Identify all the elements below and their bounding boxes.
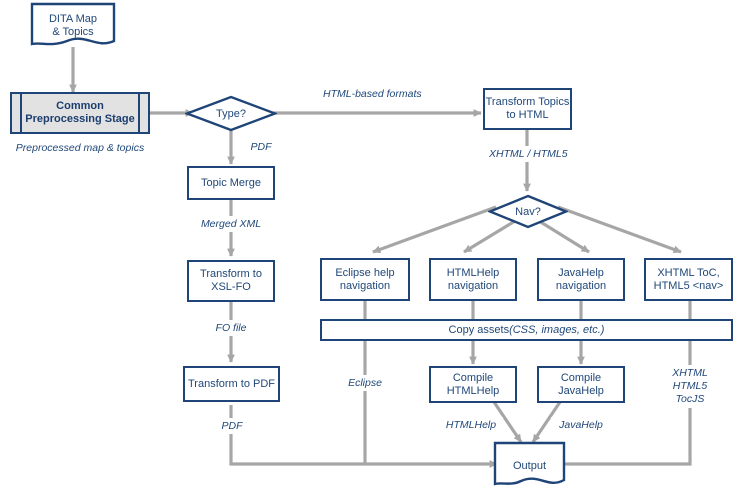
node-type-decision[interactable]: Type?: [185, 95, 277, 132]
edge-label-xhtml-html5: XHTML / HTML5: [484, 146, 570, 162]
edge-label-merged-xml: Merged XML: [194, 216, 268, 232]
document-shape: [30, 2, 116, 46]
node-transform-to-pdf[interactable]: Transform to PDF: [183, 366, 280, 402]
node-label: HTMLHelp navigation: [446, 266, 500, 292]
node-javahelp-navigation[interactable]: JavaHelp navigation: [537, 258, 625, 301]
node-compile-htmlhelp[interactable]: Compile HTMLHelp: [429, 366, 517, 403]
node-label: Compile JavaHelp: [558, 371, 604, 397]
edge-label-html-based-formats: HTML-based formats: [318, 86, 426, 102]
node-htmlhelp-navigation[interactable]: HTMLHelp navigation: [429, 258, 517, 301]
node-label: Nav?: [515, 205, 541, 218]
decision-shape: [488, 194, 568, 229]
node-transform-to-xsl-fo[interactable]: Transform to XSL-FO: [187, 260, 275, 302]
node-nav-decision[interactable]: Nav?: [488, 194, 568, 229]
node-label: Compile HTMLHelp: [446, 371, 500, 397]
edge-label-javahelp: JavaHelp: [551, 417, 611, 433]
node-common-preprocessing-stage[interactable]: Common Preprocessing Stage: [10, 92, 150, 134]
node-transform-topics-to-html[interactable]: Transform Topics to HTML: [483, 88, 572, 130]
node-label: Common Preprocessing Stage: [25, 100, 135, 125]
decision-shape: [185, 95, 277, 132]
edge-label-eclipse: Eclipse: [341, 375, 389, 391]
document-shape: [493, 441, 566, 486]
node-label-italic: (CSS, images, etc.): [509, 323, 605, 336]
node-eclipse-help-navigation[interactable]: Eclipse help navigation: [320, 258, 410, 301]
edge-label-preprocessed-map-topics: Preprocessed map & topics: [10, 140, 150, 156]
node-label: Transform Topics to HTML: [485, 96, 570, 121]
edge-label-htmlhelp: HTMLHelp: [439, 417, 503, 433]
edge-label-fo-file: FO file: [206, 320, 256, 336]
node-label: Type?: [216, 107, 246, 120]
node-compile-javahelp[interactable]: Compile JavaHelp: [537, 366, 625, 403]
node-label: Transform to XSL-FO: [200, 268, 262, 293]
node-label: XHTML ToC, HTML5 <nav>: [653, 266, 724, 292]
node-topic-merge[interactable]: Topic Merge: [187, 166, 275, 200]
node-label: Transform to PDF: [188, 377, 275, 390]
node-label: Topic Merge: [201, 176, 261, 189]
edge-label-xhtml-html5-tocjs: XHTML HTML5 TocJS: [666, 365, 714, 408]
edge-label-pdf-output: PDF: [215, 418, 249, 434]
node-xhtml-toc-html5-nav[interactable]: XHTML ToC, HTML5 <nav>: [644, 258, 733, 301]
node-label-regular: Copy assets: [448, 323, 510, 336]
node-output[interactable]: Output: [493, 441, 566, 491]
node-copy-assets[interactable]: Copy assets (CSS, images, etc.): [320, 319, 733, 341]
edge-label-pdf-type: PDF: [244, 139, 278, 155]
node-label: JavaHelp navigation: [555, 266, 607, 292]
node-label: DITA Map & Topics: [48, 13, 98, 38]
node-label: Output: [512, 459, 547, 472]
node-label: Eclipse help navigation: [335, 266, 395, 292]
node-dita-map[interactable]: DITA Map & Topics: [30, 2, 116, 50]
